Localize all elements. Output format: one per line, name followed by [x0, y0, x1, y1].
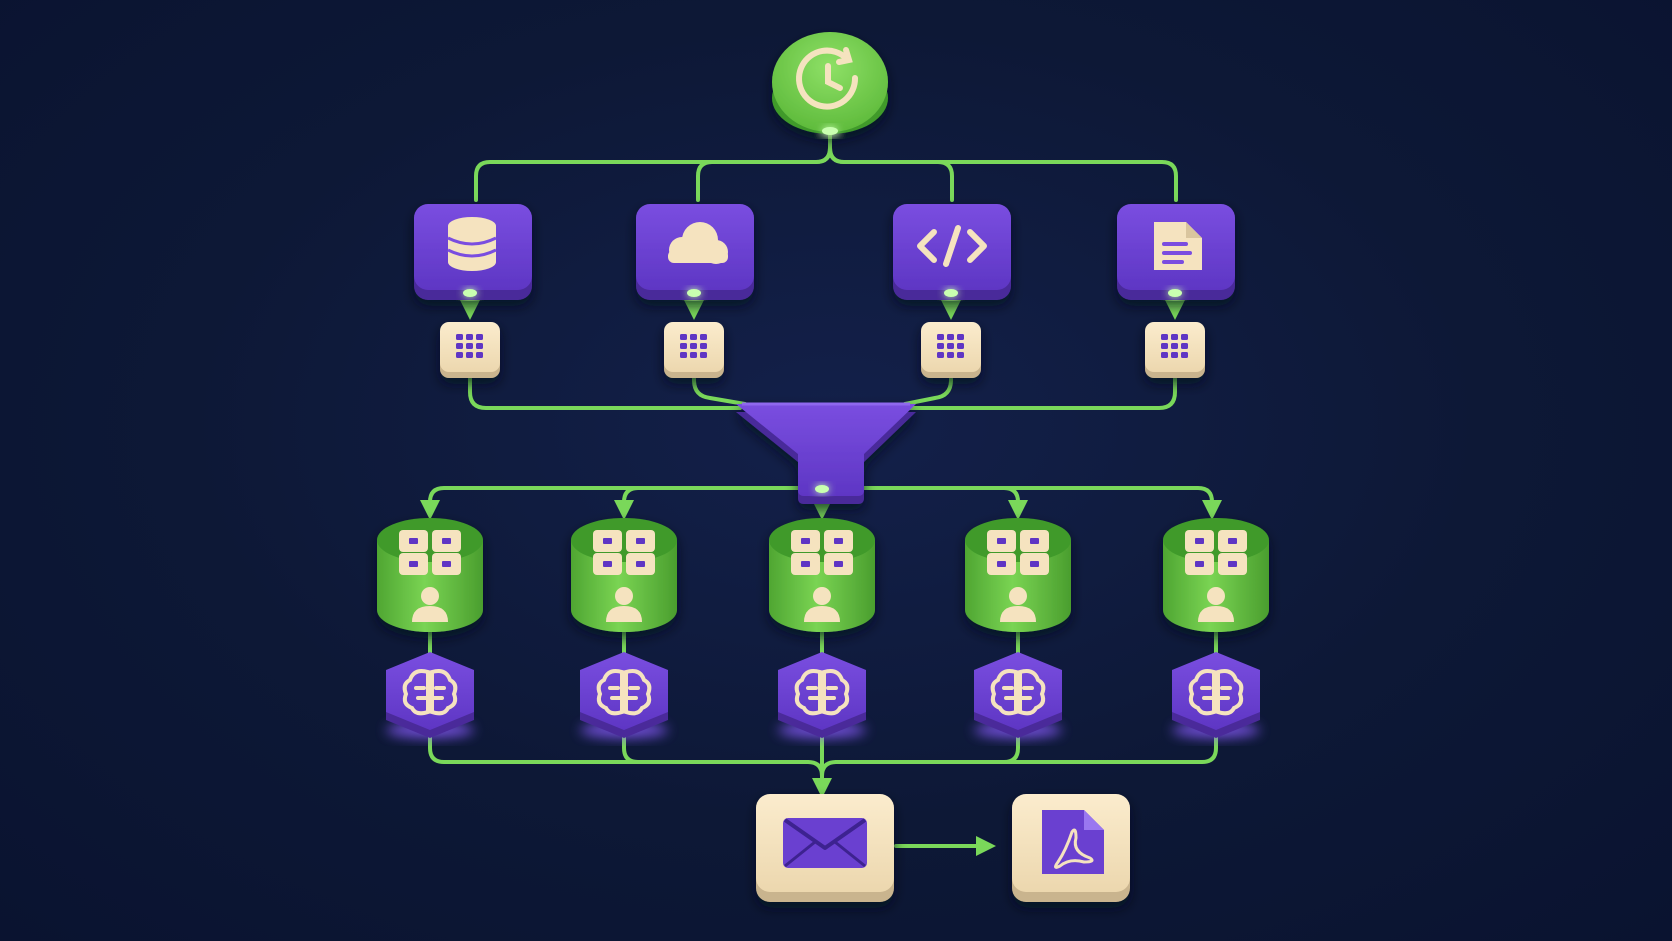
source-node-code[interactable] [893, 204, 1011, 300]
ai-node-5[interactable] [1172, 652, 1260, 738]
source-node-document[interactable] [1117, 204, 1235, 300]
ai-node-3[interactable] [778, 652, 866, 738]
stacked-cards [1185, 530, 1247, 575]
clock-refresh-icon [796, 47, 859, 110]
agent-node-5[interactable] [1163, 518, 1269, 632]
envelope-icon [783, 818, 867, 868]
agent-node-4[interactable] [965, 518, 1071, 632]
source-node-cloud[interactable] [636, 204, 754, 300]
output-node-email[interactable] [756, 794, 894, 902]
connector-funnel-to-agent5 [820, 486, 1222, 520]
parser-nodes [440, 322, 1205, 378]
source-node-database[interactable] [414, 204, 532, 300]
brain-icon [1188, 669, 1244, 716]
cloud-icon [668, 222, 728, 264]
connector-parser4-to-funnel [898, 373, 1177, 410]
connector-funnel-to-agent1 [420, 486, 824, 520]
ai-node-4[interactable] [974, 652, 1062, 738]
brain-icon [596, 669, 652, 716]
agent-node-2[interactable] [571, 518, 677, 632]
grid-icon [937, 334, 964, 358]
stacked-cards [791, 530, 853, 575]
user-icon [1000, 587, 1036, 622]
ai-nodes [386, 652, 1260, 738]
parser-node-1[interactable] [440, 322, 500, 378]
stacked-cards [987, 530, 1049, 575]
connector-parser3-to-funnel [903, 373, 953, 406]
merge-node[interactable] [736, 402, 916, 504]
ai-node-2[interactable] [580, 652, 668, 738]
connector-brain5-to-output [820, 733, 1218, 778]
connector-trigger-to-cloud [696, 126, 832, 202]
stacked-cards [593, 530, 655, 575]
database-icon [447, 217, 497, 271]
grid-icon [456, 334, 483, 358]
connector-brain4-to-output [834, 733, 1020, 764]
pdf-file-icon [1042, 810, 1104, 874]
connector-parser1-to-funnel [468, 373, 742, 410]
parser-node-4[interactable] [1145, 322, 1205, 378]
connector-trigger-to-document [828, 126, 1178, 202]
connector-funnel-to-agent2 [614, 486, 824, 520]
user-icon [1198, 587, 1234, 622]
parser-node-2[interactable] [664, 322, 724, 378]
brain-icon [402, 669, 458, 716]
ai-node-1[interactable] [386, 652, 474, 738]
user-icon [804, 587, 840, 622]
agent-node-1[interactable] [377, 518, 483, 632]
brain-icon [990, 669, 1046, 716]
agent-node-3[interactable] [769, 518, 875, 632]
parser-node-3[interactable] [921, 322, 981, 378]
agent-nodes [377, 518, 1269, 632]
connector-brain2-to-output [622, 733, 810, 764]
code-icon [917, 225, 987, 267]
trigger-node[interactable] [772, 32, 888, 135]
grid-icon [1161, 334, 1188, 358]
user-icon [412, 587, 448, 622]
document-icon [1154, 222, 1202, 270]
stacked-cards [399, 530, 461, 575]
user-icon [606, 587, 642, 622]
connector-parser2-to-funnel [692, 373, 747, 406]
output-node-pdf[interactable] [1012, 794, 1130, 902]
connectors [420, 126, 1222, 856]
grid-icon [680, 334, 707, 358]
brain-icon [794, 669, 850, 716]
